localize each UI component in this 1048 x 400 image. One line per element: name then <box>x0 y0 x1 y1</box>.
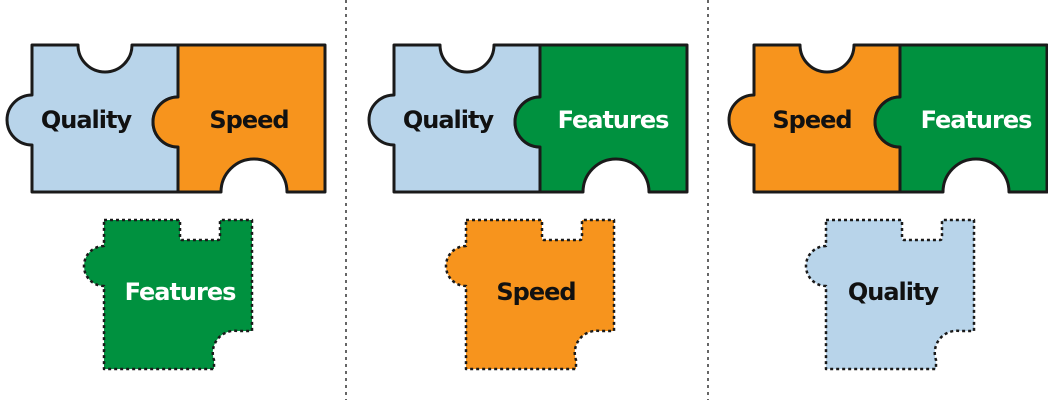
panel-1-loose-piece-label: Features <box>125 278 237 306</box>
panel-2-left-piece: Quality <box>367 43 542 194</box>
panel-1: Quality Speed Features <box>5 43 327 371</box>
panel-3-right-piece-label: Features <box>921 106 1033 134</box>
panel-1-loose-piece: Features <box>82 218 254 371</box>
panel-3-loose-piece: Quality <box>804 218 976 371</box>
panel-1-right-piece-label: Speed <box>209 106 288 134</box>
panel-1-left-piece-label: Quality <box>41 106 133 134</box>
panel-2-left-piece-label: Quality <box>403 106 495 134</box>
panel-2: Quality Features Speed <box>367 43 689 371</box>
panel-3-right-piece: Features <box>873 43 1048 194</box>
panel-2-right-piece-label: Features <box>558 106 670 134</box>
panel-2-loose-piece: Speed <box>444 218 616 371</box>
panel-3: Speed Features Quality <box>727 43 1048 371</box>
panel-1-right-piece: Speed <box>151 43 327 194</box>
panel-3-left-piece-label: Speed <box>772 106 851 134</box>
panel-2-loose-piece-label: Speed <box>496 278 575 306</box>
panel-3-loose-piece-label: Quality <box>848 278 940 306</box>
panel-2-right-piece: Features <box>513 43 689 194</box>
